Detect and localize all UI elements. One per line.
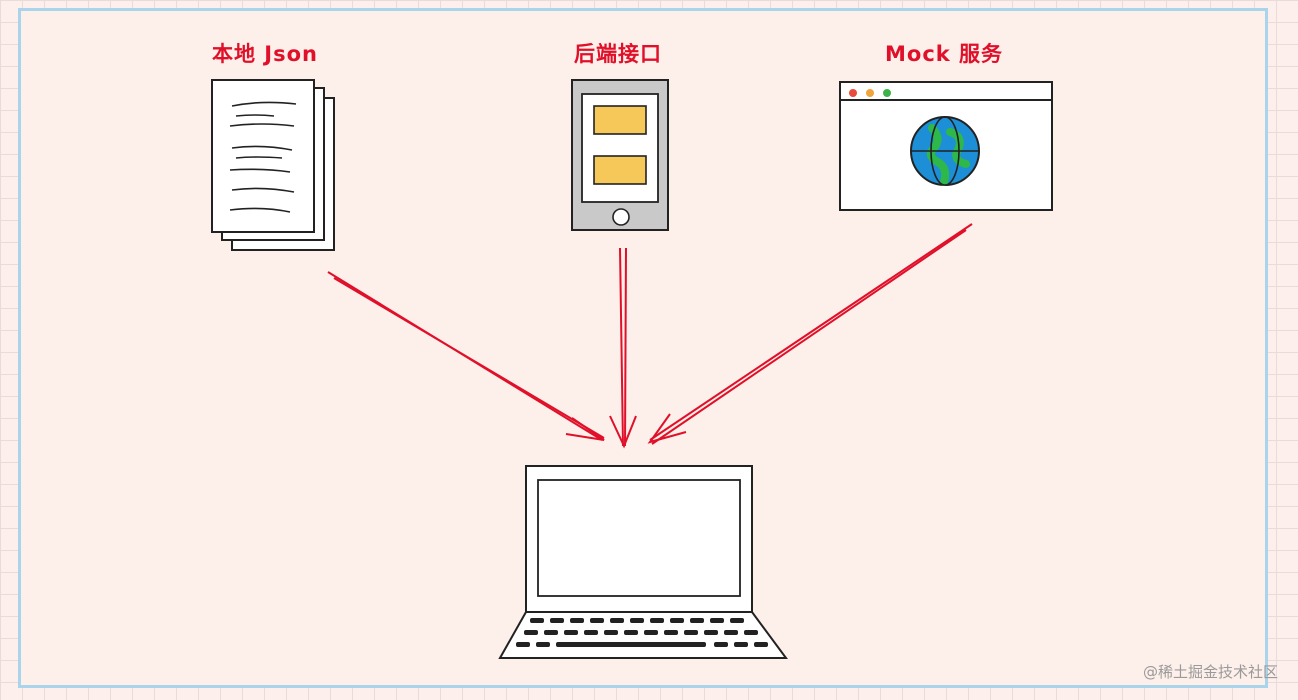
- tablet-icon: [571, 79, 669, 231]
- laptop-icon: [498, 465, 788, 659]
- watermark-text: @稀土掘金技术社区: [1142, 663, 1278, 681]
- browser-globe-icon: [839, 81, 1053, 211]
- arrow-from-local-json: [327, 271, 605, 441]
- arrow-from-backend-api: [609, 247, 637, 449]
- label-mock-service: Mock 服务: [885, 42, 1004, 66]
- arrow-from-mock-service: [647, 223, 973, 445]
- label-local-json: 本地 Json: [212, 42, 319, 66]
- label-backend-api: 后端接口: [574, 42, 662, 66]
- document-stack-icon: [211, 79, 335, 251]
